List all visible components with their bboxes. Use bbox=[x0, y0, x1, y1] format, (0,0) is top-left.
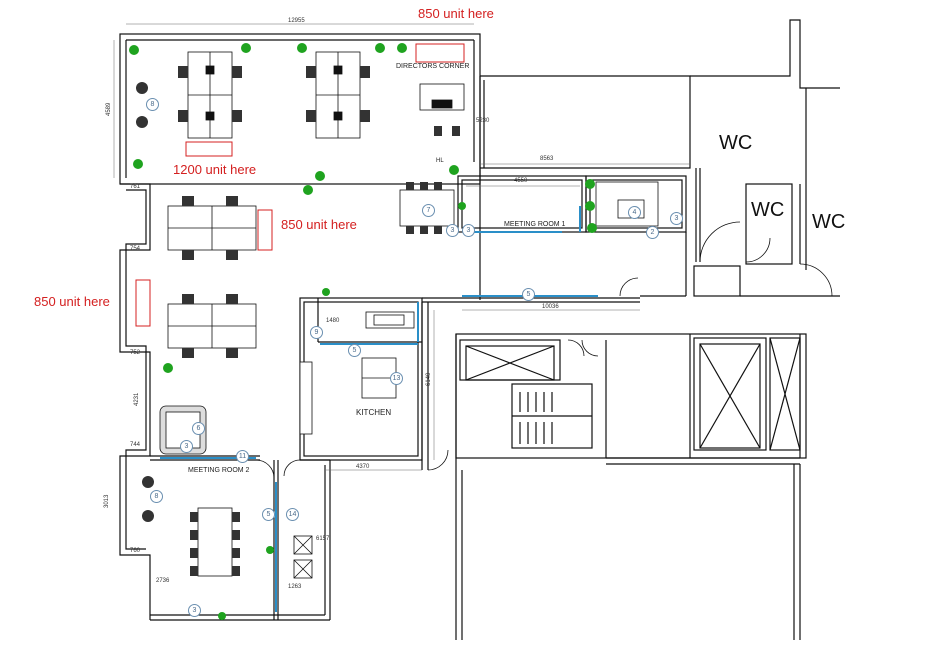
dim-1480: 1480 bbox=[326, 318, 340, 324]
tag-13: 13 bbox=[390, 372, 403, 385]
tag-3-meeting: 3 bbox=[446, 224, 459, 237]
dim-6157: 6157 bbox=[316, 536, 330, 542]
room-directors-corner: DIRECTORS CORNER bbox=[396, 63, 470, 70]
dim-4550: 4550 bbox=[514, 178, 528, 184]
room-meeting-1: MEETING ROOM 1 bbox=[504, 221, 566, 228]
dim-8563: 8563 bbox=[540, 156, 554, 162]
dim-760: 760 bbox=[130, 548, 141, 554]
hl-label: HL bbox=[436, 158, 444, 164]
tag-11: 11 bbox=[236, 450, 249, 463]
dim-left-height: 4589 bbox=[106, 102, 112, 116]
tag-6: 6 bbox=[192, 422, 205, 435]
dim-2736: 2736 bbox=[156, 578, 170, 584]
room-meeting-2: MEETING ROOM 2 bbox=[188, 467, 250, 474]
dim-752: 752 bbox=[130, 350, 141, 356]
tag-8-top: 8 bbox=[146, 98, 159, 111]
room-kitchen: KITCHEN bbox=[356, 408, 392, 417]
dim-3013: 3013 bbox=[104, 494, 110, 508]
dim-1263: 1263 bbox=[288, 584, 302, 590]
dim-5230: 5230 bbox=[476, 118, 490, 124]
tag-8-bottom: 8 bbox=[150, 490, 163, 503]
wc-label-3: WC bbox=[812, 211, 846, 233]
tag-2: 2 bbox=[646, 226, 659, 239]
tag-5-kitchen: 5 bbox=[348, 344, 361, 357]
chairs bbox=[136, 66, 460, 576]
dim-754: 754 bbox=[130, 246, 141, 252]
tag-5-meeting2: 5 bbox=[262, 508, 275, 521]
tag-3-lounge: 3 bbox=[180, 440, 193, 453]
callout-boxes bbox=[135, 43, 465, 327]
door-swings bbox=[255, 221, 833, 479]
dim-top-width: 12955 bbox=[288, 18, 305, 24]
tag-9: 9 bbox=[310, 326, 323, 339]
tag-5-corridor: 5 bbox=[522, 288, 535, 301]
wc-label-1: WC bbox=[719, 132, 753, 154]
tag-3-right: 3 bbox=[670, 212, 683, 225]
dimension-lines bbox=[113, 23, 690, 471]
wc-label-2: WC bbox=[751, 199, 785, 221]
tag-4: 4 bbox=[628, 206, 641, 219]
tag-14: 14 bbox=[286, 508, 299, 521]
dim-761: 761 bbox=[130, 184, 141, 190]
dim-4370: 4370 bbox=[356, 464, 370, 470]
callout-mid-850: 850 unit here bbox=[281, 217, 357, 232]
callout-1200: 1200 unit here bbox=[173, 162, 257, 177]
dim-6140: 6140 bbox=[426, 372, 432, 386]
dim-744: 744 bbox=[130, 442, 141, 448]
tag-3-meeting-b: 3 bbox=[462, 224, 475, 237]
dim-10036: 10036 bbox=[542, 304, 559, 310]
desk-clusters bbox=[159, 51, 659, 579]
dim-4231: 4231 bbox=[134, 392, 140, 406]
tag-7: 7 bbox=[422, 204, 435, 217]
callout-top-850: 850 unit here bbox=[418, 6, 494, 21]
tag-3-bottom: 3 bbox=[188, 604, 201, 617]
callout-left-850: 850 unit here bbox=[34, 294, 110, 309]
plants bbox=[129, 43, 597, 620]
